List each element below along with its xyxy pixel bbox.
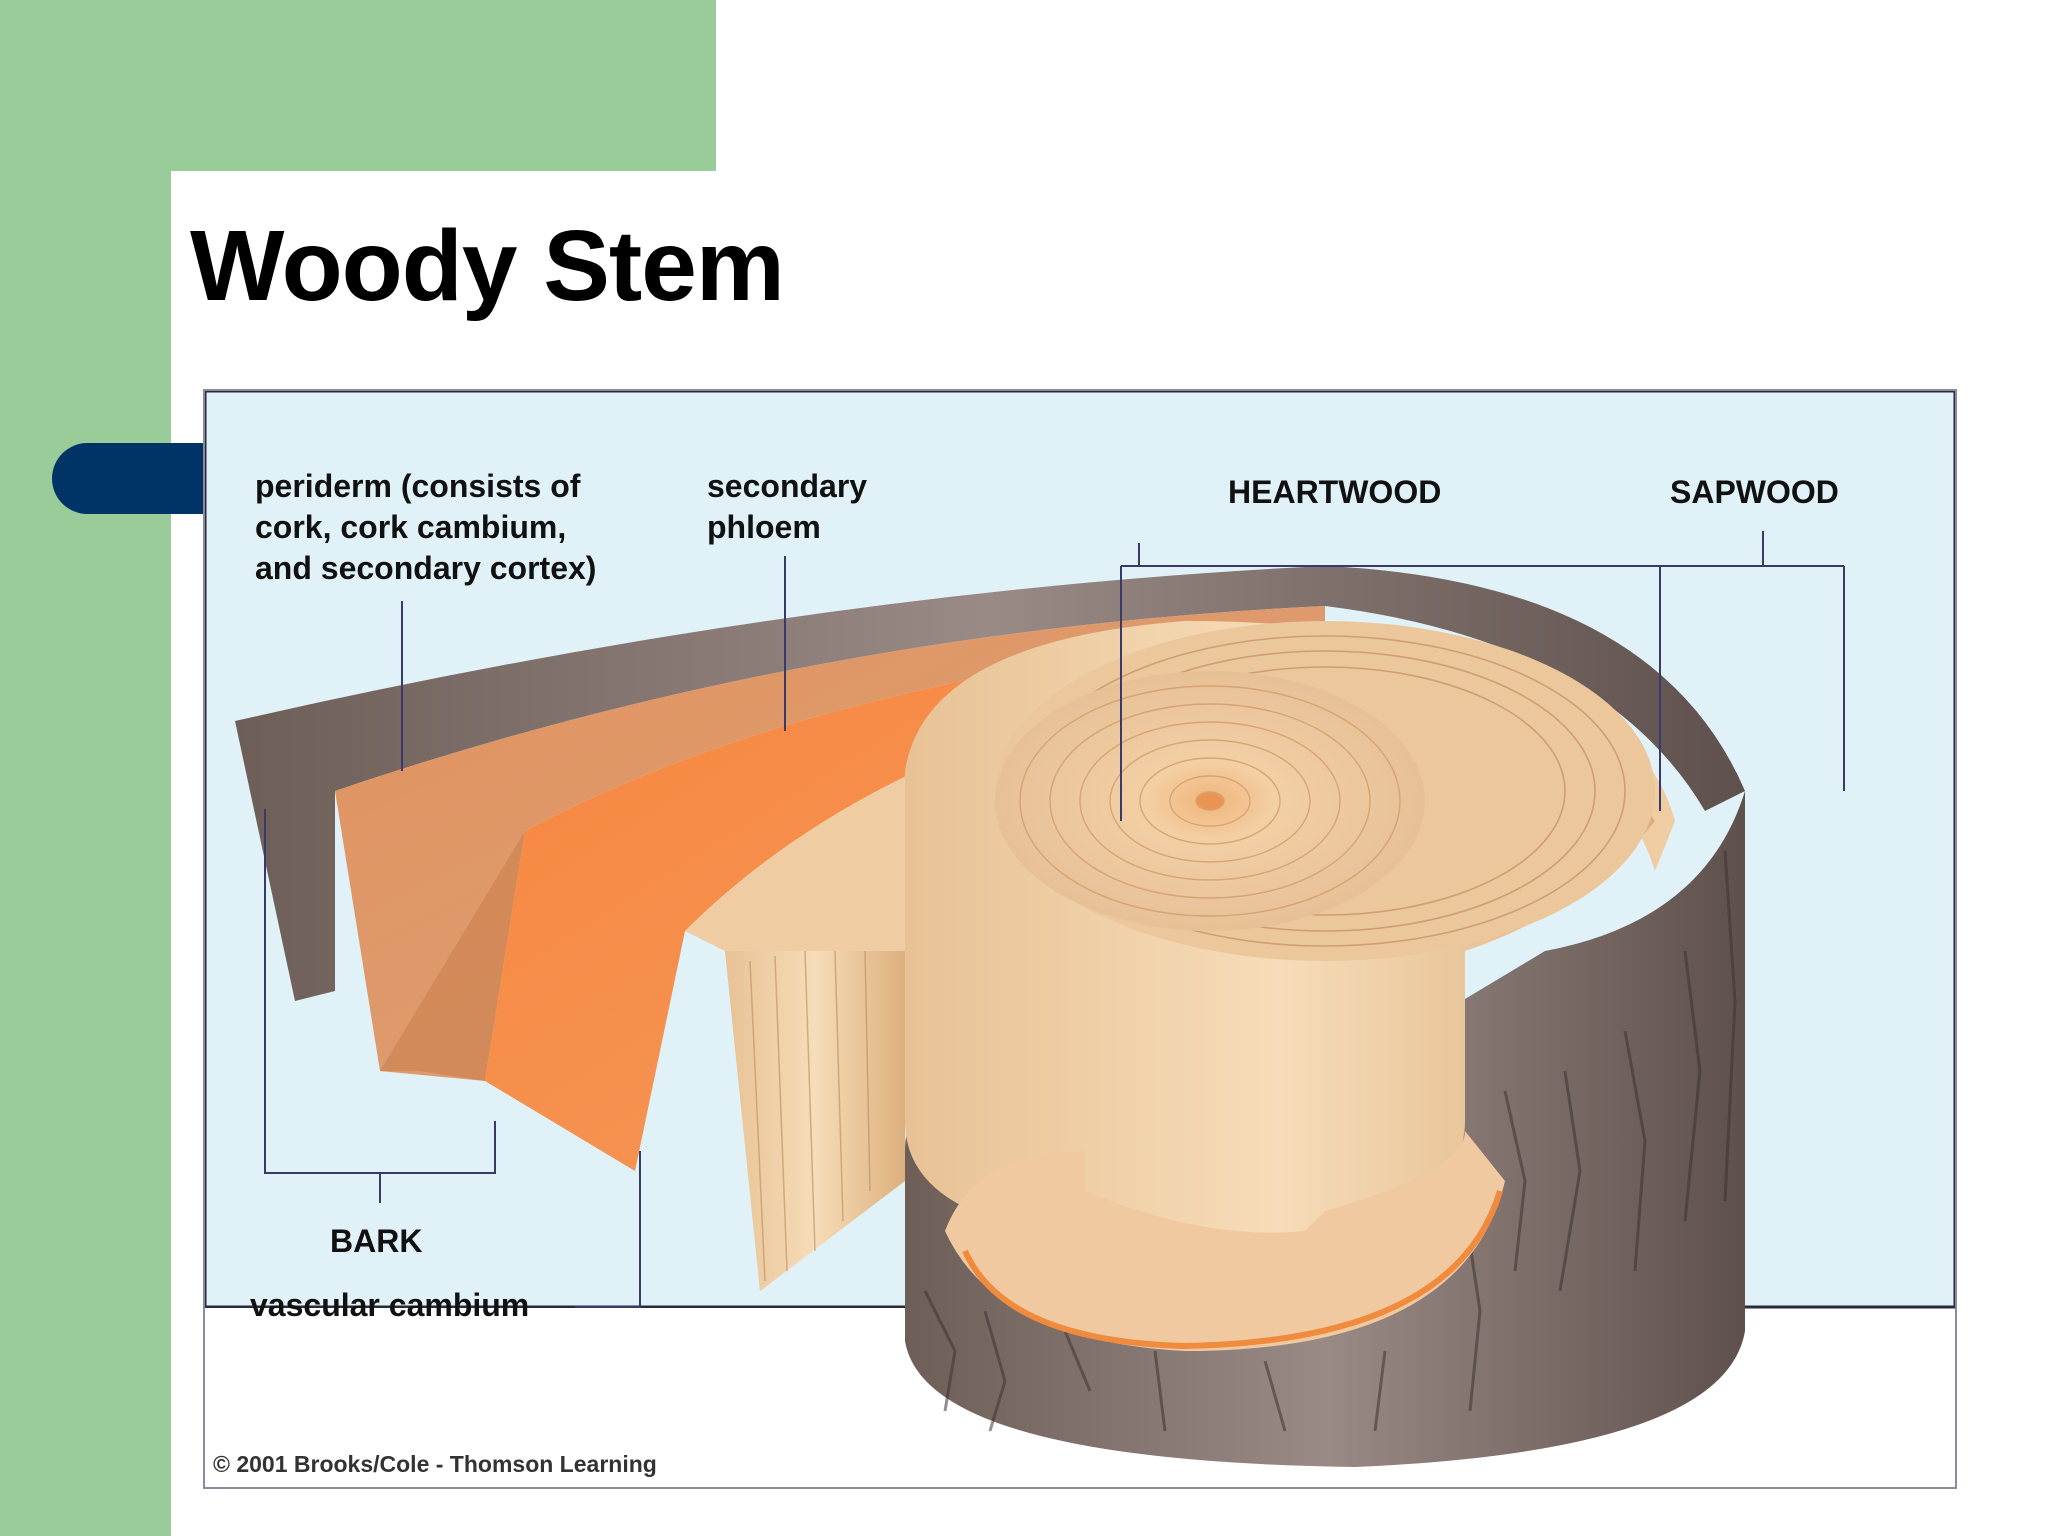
top-green-block	[0, 0, 716, 171]
sidebar-stripe	[0, 0, 171, 1536]
slide-title: Woody Stem	[190, 210, 785, 322]
label-heartwood: HEARTWOOD	[1228, 474, 1442, 510]
label-sapwood: SAPWOOD	[1670, 474, 1839, 510]
slide-tab-marker	[52, 443, 212, 514]
label-periderm: periderm (consists of cork, cork cambium…	[255, 468, 597, 586]
bark-strip	[235, 566, 1745, 1001]
bark-texture	[923, 850, 1737, 1432]
label-leader-lines	[264, 531, 1845, 1308]
label-vascular-cambium: vascular cambium	[250, 1287, 530, 1323]
lower-ring-face	[945, 1131, 1505, 1351]
figure-copyright: © 2001 Brooks/Cole - Thomson Learning	[213, 1451, 657, 1477]
woody-stem-figure: periderm (consists of cork, cork cambium…	[203, 389, 1957, 1489]
periderm-layer	[335, 606, 1325, 1081]
label-secondary-phloem: secondary phloem	[707, 468, 868, 545]
sapwood-cut-face	[725, 951, 905, 1291]
label-bark: BARK	[330, 1223, 423, 1259]
woody-stem-illustration	[205, 391, 1955, 1487]
secondary-phloem-layer	[485, 631, 1345, 1171]
